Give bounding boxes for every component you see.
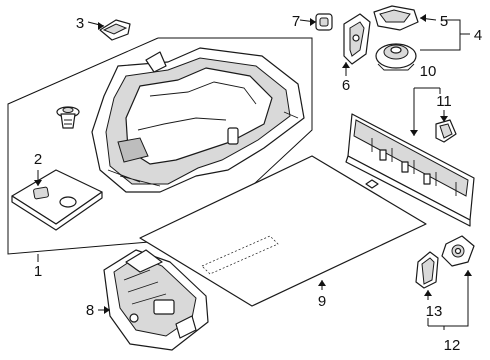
push-clip [56,106,80,129]
sill-clip [435,119,457,143]
callout-12: 12 [444,337,461,354]
storage-lid [11,169,103,231]
cargo-anchor [441,235,475,267]
callout-8: 8 [86,302,94,319]
callout-11: 11 [436,93,452,110]
round-mount [375,43,417,71]
mount-cover [373,5,419,31]
trim-bracket [343,13,371,65]
callout-7: 7 [292,13,300,30]
floor-mat [139,155,427,307]
callout-13: 13 [426,303,443,320]
callout-1: 1 [34,263,42,280]
quarter-trim-panel [91,47,305,193]
storage-box [103,249,209,351]
callout-2: 2 [34,151,42,168]
callout-6: 6 [342,77,350,94]
sill-plate [345,113,475,227]
callout-3: 3 [76,15,84,32]
callout-10: 10 [420,63,437,80]
cargo-hook [415,251,439,289]
trim-cap [99,19,131,41]
grommet [315,13,333,31]
callout-4: 4 [474,27,482,44]
callout-5: 5 [440,13,448,30]
leader-lines [34,14,472,330]
callout-9: 9 [318,293,326,310]
